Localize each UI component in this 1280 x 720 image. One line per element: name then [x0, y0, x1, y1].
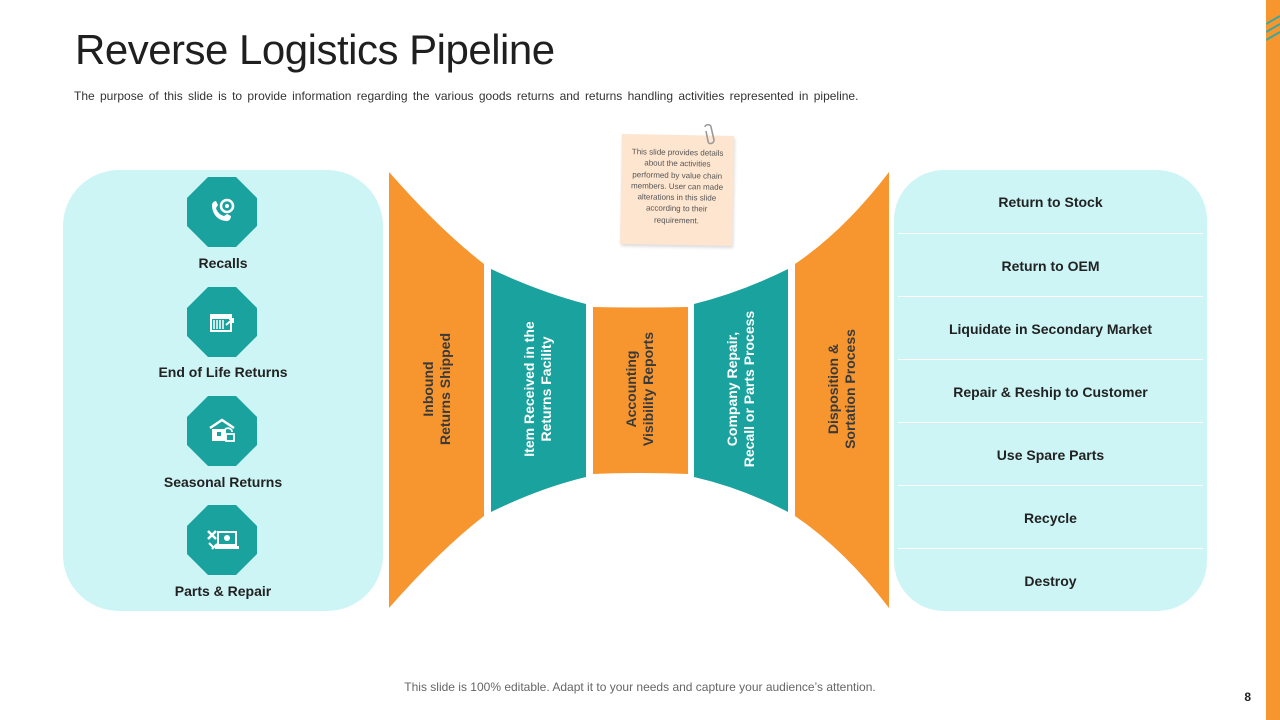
sources-panel: Recalls End of Life Returns Seasonal Ret… — [63, 170, 383, 611]
outcome-item: Destroy — [898, 548, 1203, 612]
stage-label-accounting: Accounting Visibility Reports — [623, 331, 656, 447]
outcomes-panel: Return to Stock Return to OEM Liquidate … — [894, 170, 1207, 611]
stage-label-received: Item Received in the Returns Facility — [521, 321, 554, 457]
stage-shape-inbound — [389, 172, 484, 608]
outcome-item: Use Spare Parts — [898, 422, 1203, 486]
paperclip-icon — [704, 124, 715, 145]
page-number: 8 — [1244, 690, 1251, 704]
outcome-item: Liquidate in Secondary Market — [898, 296, 1203, 360]
source-label-end-of-life: End of Life Returns — [158, 364, 288, 380]
stage-shape-disposition — [795, 172, 889, 608]
tools-laptop-icon — [187, 505, 257, 575]
outcome-item: Recycle — [898, 485, 1203, 549]
sticky-note: This slide provides details about the ac… — [620, 134, 734, 246]
source-label-recalls: Recalls — [198, 255, 248, 271]
accent-bar — [1266, 0, 1280, 720]
footer-note: This slide is 100% editable. Adapt it to… — [404, 680, 876, 694]
stage-shape-accounting — [593, 307, 688, 474]
stage-label-disposition: Disposition & Sortation Process — [825, 329, 858, 449]
stage-label-inbound: Inbound Returns Shipped — [420, 333, 453, 446]
stripes-icon — [1266, 15, 1280, 41]
stage-shape-received — [491, 269, 586, 512]
warehouse-return-icon — [187, 287, 257, 357]
outcome-item: Return to Stock — [998, 193, 1103, 210]
phone-refresh-icon — [187, 177, 257, 247]
page-subtitle: The purpose of this slide is to provide … — [74, 89, 859, 103]
source-label-seasonal: Seasonal Returns — [163, 474, 283, 490]
source-label-parts-repair: Parts & Repair — [174, 583, 272, 599]
page-title: Reverse Logistics Pipeline — [75, 26, 555, 73]
stage-shape-company-repair — [694, 269, 788, 512]
note-text: This slide provides details about the ac… — [630, 147, 724, 226]
stage-label-company-repair: Company Repair, Recall or Parts Process — [724, 310, 757, 468]
box-exchange-icon — [187, 396, 257, 466]
outcome-item: Return to OEM — [898, 233, 1203, 297]
outcome-item: Repair & Reship to Customer — [898, 359, 1203, 423]
